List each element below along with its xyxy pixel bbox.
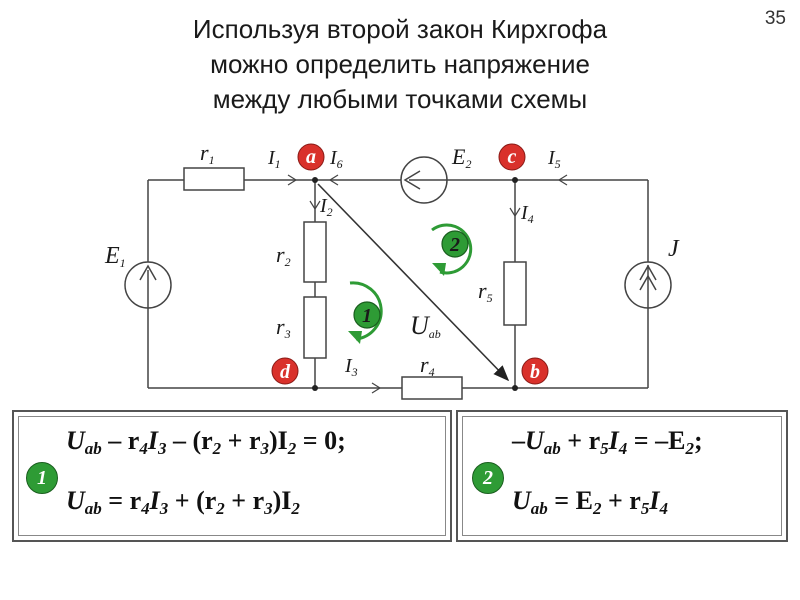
- source-E1: [124, 261, 172, 309]
- node-b-badge: [521, 357, 549, 385]
- loop-2-arrowhead: [432, 263, 446, 276]
- node-d-label: d: [280, 361, 291, 383]
- label-I2: I2: [319, 195, 333, 219]
- current-arrow-i5: [557, 174, 568, 186]
- title-line-3: между любыми точками схемы: [212, 84, 588, 114]
- label-E1: E1: [104, 243, 126, 270]
- equation-1-line-1: Uab – r4I3 – (r2 + r3)I2 = 0;: [66, 426, 346, 458]
- current-source-J: [624, 261, 672, 309]
- label-I5: I5: [547, 147, 561, 171]
- label-I4: I4: [520, 202, 534, 226]
- label-r1: r1: [200, 140, 215, 167]
- resistor-r4: [401, 376, 463, 400]
- slide-title: Используя второй закон Кирхгофа можно оп…: [80, 12, 720, 117]
- circuit-diagram: 1 2 a c d b r1 r2 r3 r4 r5 E1 E2 J I1 I6…: [104, 140, 680, 400]
- loop-1-arrowhead: [348, 331, 362, 344]
- current-arrow-i1: [287, 174, 298, 186]
- node-a-label: a: [306, 146, 316, 168]
- label-I6: I6: [329, 147, 343, 171]
- label-r3: r3: [276, 314, 291, 341]
- equation-1-line-2: Uab = r4I3 + (r2 + r3)I2: [66, 486, 300, 518]
- equation-box-1-badge: 1: [26, 462, 58, 494]
- loop-2-arc: [431, 223, 473, 275]
- label-I3: I3: [344, 355, 358, 379]
- loop-1-badge: [353, 301, 381, 329]
- source-E2: [400, 156, 448, 204]
- node-dot-b: [512, 385, 518, 391]
- title-line-1: Используя второй закон Кирхгофа: [192, 14, 608, 44]
- voltage-arrow-uab: [317, 183, 510, 382]
- label-r4: r4: [420, 352, 435, 379]
- node-dot-a: [312, 177, 318, 183]
- equation-2-line-2: Uab = E2 + r5I4: [512, 486, 668, 518]
- current-arrow-i3: [371, 382, 382, 394]
- equation-2-line-1: –Uab + r5I4 = –E2;: [512, 426, 703, 458]
- page-number: 35: [764, 8, 786, 29]
- node-c-label: c: [508, 146, 517, 168]
- node-b-label: b: [530, 361, 540, 383]
- current-arrow-i4: [509, 207, 521, 218]
- label-r5: r5: [478, 278, 493, 305]
- loop-1-arc: [349, 281, 383, 341]
- current-arrow-i6: [328, 174, 339, 186]
- title-line-2: можно определить напряжение: [210, 49, 590, 79]
- label-J: J: [668, 236, 680, 262]
- label-E2: E2: [451, 144, 471, 171]
- loop-1-label: 1: [362, 305, 372, 327]
- resistor-r2: [303, 221, 327, 283]
- node-c-badge: [498, 143, 526, 171]
- current-arrow-i2: [309, 200, 321, 211]
- resistor-r5: [503, 261, 527, 326]
- resistor-r3: [303, 296, 327, 359]
- label-I1: I1: [267, 147, 281, 171]
- equation-box-2-badge: 2: [472, 462, 504, 494]
- loop-2-label: 2: [449, 234, 460, 256]
- equation-box-2: 2 –Uab + r5I4 = –E2; Uab = E2 + r5I4: [456, 410, 788, 542]
- node-d-badge: [271, 357, 299, 385]
- resistor-r1: [183, 167, 245, 191]
- label-r2: r2: [276, 242, 291, 269]
- loop-2-badge: [441, 230, 469, 258]
- node-dot-d: [312, 385, 318, 391]
- equation-box-1: 1 Uab – r4I3 – (r2 + r3)I2 = 0; Uab = r4…: [12, 410, 452, 542]
- node-a-badge: [297, 143, 325, 171]
- node-dot-c: [512, 177, 518, 183]
- label-Uab: Uab: [410, 311, 441, 341]
